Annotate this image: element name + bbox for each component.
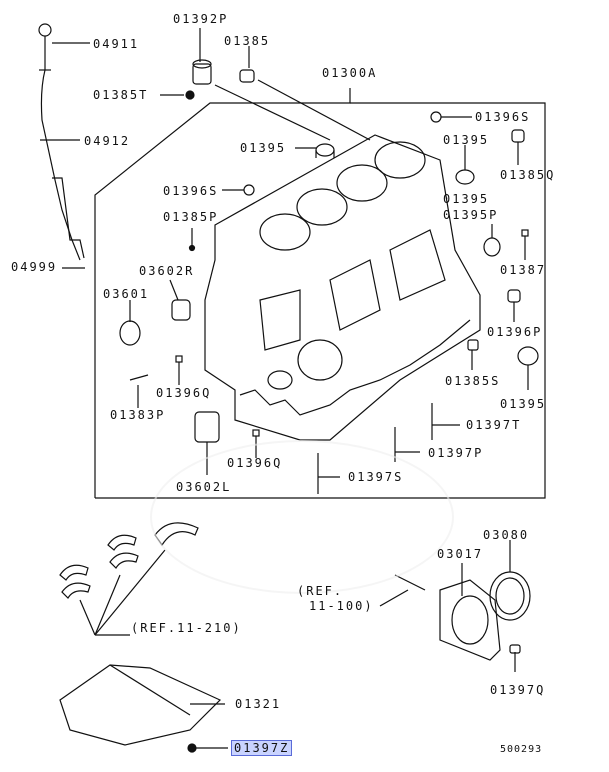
label-01395-d: 01395 [500, 397, 547, 411]
label-01321: 01321 [235, 697, 282, 711]
label-ref-11-210: (REF.11-210) [131, 621, 242, 635]
label-03602r: 03602R [139, 264, 195, 278]
label-01392p: 01392P [173, 12, 229, 26]
engine-block-icon [204, 134, 481, 441]
label-01397s: 01397S [348, 470, 404, 484]
label-01396q-a: 01396Q [156, 386, 212, 400]
label-01397t: 01397T [466, 418, 522, 432]
label-01396s-b: 01396S [163, 184, 219, 198]
label-01395p: 01395P [443, 208, 499, 222]
watermark [150, 440, 454, 594]
label-01395-a: 01395 [240, 141, 287, 155]
label-01385s: 01385S [445, 374, 501, 388]
label-04912: 04912 [84, 134, 131, 148]
label-04911: 04911 [93, 37, 140, 51]
frame-right-bottom [95, 102, 546, 499]
label-01385p: 01385P [163, 210, 219, 224]
label-01300a: 01300A [322, 66, 378, 80]
label-03602l: 03602L [176, 480, 232, 494]
label-03080: 03080 [483, 528, 530, 542]
label-01385t: 01385T [93, 88, 149, 102]
label-03017: 03017 [437, 547, 484, 561]
dipstick-icon [38, 23, 90, 269]
label-ref-11-100-b: 11-100) [309, 599, 374, 613]
label-ref-11-100-a: (REF. [297, 584, 344, 598]
cover-plate-icon [59, 664, 228, 753]
diagram-number: 500293 [500, 744, 543, 755]
label-01395-c: 01395 [443, 192, 490, 206]
label-01383p: 01383P [110, 408, 166, 422]
label-01396p: 01396P [487, 325, 543, 339]
label-04999: 04999 [11, 260, 58, 274]
label-01396s-a: 01396S [475, 110, 531, 124]
oil-seal-icon [379, 540, 531, 672]
fittings-top-icon [160, 28, 371, 141]
label-01385: 01385 [224, 34, 271, 48]
label-03601: 03601 [103, 287, 150, 301]
label-01387: 01387 [500, 263, 547, 277]
label-01397z[interactable]: 01397Z [231, 740, 293, 756]
frame-top-left [94, 88, 351, 498]
label-01397q: 01397Q [490, 683, 546, 697]
label-01396q-b: 01396Q [227, 456, 283, 470]
label-01395-b: 01395 [443, 133, 490, 147]
bearings-icon [119, 111, 539, 494]
label-01397p: 01397P [428, 446, 484, 460]
label-01385q: 01385Q [500, 168, 556, 182]
